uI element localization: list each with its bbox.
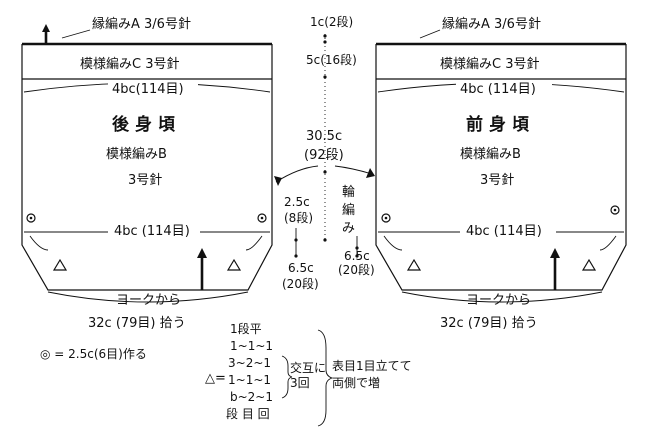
back-title: 後身頃 (112, 114, 181, 135)
back-circle-mark-left (26, 213, 36, 223)
back-pickup-line1: ヨークから (116, 293, 181, 308)
back-pattern-label: 模様編みB (106, 146, 167, 162)
back-bottom-width-label: 4bc (114目) (114, 224, 190, 239)
increase-row-4: 1~1~1 (228, 373, 271, 387)
increase-row-2: 1~1~1 (230, 339, 273, 353)
legend: ◎ = 2.5c(6目)作る △= 1段平 1~1~1 3~2~1 1~1~1 … (40, 321, 412, 427)
body-height-rows: (92段) (304, 148, 344, 163)
front-delta-left (406, 258, 422, 271)
note-bracket (317, 329, 334, 427)
circle-mark-note: ◎ = 2.5c(6目)作る (40, 347, 147, 361)
round-knit-char-1: 輪 (342, 184, 355, 200)
back-band-label: 模様編みC 3号針 (80, 56, 179, 72)
delta-symbol: △= (205, 371, 226, 386)
edging-height-label: 1c(2段) (310, 14, 353, 29)
front-bottom-width-label: 4bc (114目) (466, 224, 542, 239)
back-circle-mark-right (257, 213, 267, 223)
increase-row-3: 3~2~1 (228, 356, 271, 370)
center-dimensions: 1c(2段) 5c(16段) 30.5c (92段) 2.5c (8段) 輪 編… (274, 14, 375, 291)
round-knit-char-2: 編 (342, 202, 355, 218)
front-delta-right (581, 258, 597, 271)
back-panel: 縁編みA 3/6号針 模様編みC 3号針 4bc(114目) 後身頃 模様編みB… (21, 16, 273, 331)
front-pickup-line1: ヨークから (466, 293, 531, 308)
back-pickup-line2: 32c (79目) 拾う (88, 316, 186, 331)
increase-row-1: 1段平 (230, 321, 262, 336)
front-circle-mark-right (610, 205, 620, 215)
front-band-label: 模様編みC 3号針 (440, 56, 539, 72)
back-delta-left (52, 258, 68, 271)
front-pattern-label: 模様編みB (460, 146, 521, 162)
gusset-left-rows: (20段) (282, 276, 319, 291)
back-delta-right (226, 258, 242, 271)
front-pickup-line2: 32c (79目) 拾う (440, 316, 538, 331)
front-top-width-label: 4bc (114目) (460, 82, 536, 97)
note-line-2: 両側で増 (332, 376, 380, 390)
side-width-rows: (8段) (284, 210, 313, 225)
body-height-cm: 30.5c (306, 129, 342, 144)
increase-row-5: b~2~1 (230, 390, 273, 404)
increase-row-6: 段 目 回 (226, 406, 270, 421)
front-title: 前身頃 (466, 114, 535, 135)
front-edging-label: 縁編みA 3/6号針 (442, 16, 541, 32)
front-needle-label: 3号針 (480, 173, 514, 188)
back-body-outline (21, 44, 273, 291)
front-body-outline (375, 44, 627, 291)
gusset-right-rows: (20段) (338, 262, 375, 277)
back-needle-label: 3号針 (128, 173, 162, 188)
alternate-label-2: 3回 (290, 376, 310, 390)
front-circle-mark-left (381, 213, 391, 223)
band-height-label: 5c(16段) (306, 52, 357, 67)
alternate-bracket (281, 355, 293, 399)
alternate-label-1: 交互に (290, 360, 326, 375)
gusset-right-cm: 6.5c (344, 249, 370, 263)
back-edging-label: 縁編みA 3/6号針 (92, 16, 191, 32)
note-line-1: 表目1目立てて (332, 358, 412, 373)
back-top-width-label: 4bc(114目) (112, 82, 184, 97)
front-panel: 縁編みA 3/6号針 模様編みC 3号針 4bc (114目) 前身頃 模様編み… (375, 16, 627, 331)
round-knit-char-3: み (342, 221, 355, 236)
side-width-cm: 2.5c (284, 195, 310, 209)
gusset-left-cm: 6.5c (288, 261, 314, 275)
